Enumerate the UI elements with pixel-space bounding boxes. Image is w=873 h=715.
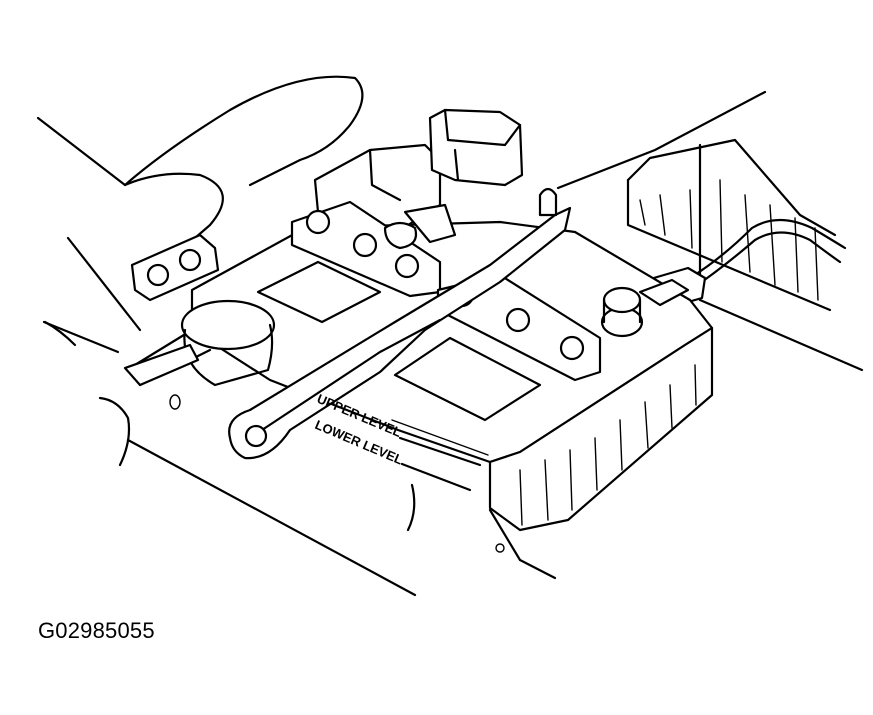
air-cleaner-box [556, 90, 864, 372]
battery-label-area [256, 260, 542, 422]
intake-hose [123, 299, 276, 387]
fuse-relay-box [130, 233, 220, 302]
battery-tray [98, 394, 557, 597]
fender-left [36, 75, 364, 354]
positive-terminal [600, 278, 690, 338]
hold-down-clamp [228, 187, 572, 460]
vent-cap-bar-rear [290, 200, 457, 298]
figure-id-label: G02985055 [38, 618, 155, 643]
battery [128, 220, 714, 532]
